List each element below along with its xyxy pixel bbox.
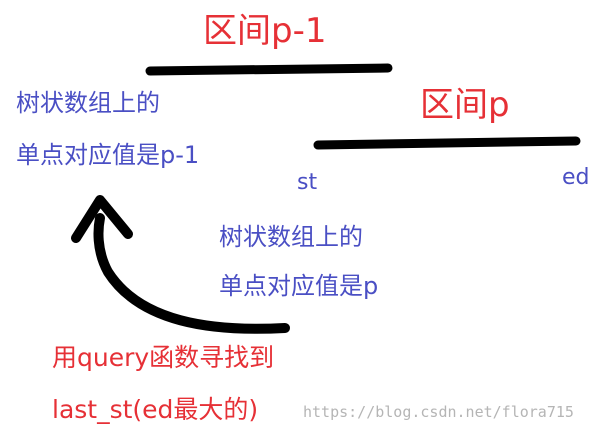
interval-p-label: 区间p: [420, 85, 510, 125]
note-prev-line2: 单点对应值是p-1: [16, 141, 200, 169]
interval-p-bar: [313, 136, 581, 150]
source-watermark: https://blog.csdn.net/flora715: [303, 403, 574, 421]
interval-p-1-label: 区间p-1: [203, 11, 327, 51]
interval-p-1-bar: [145, 63, 393, 76]
end-marker-label: ed: [562, 165, 590, 190]
note-curr-line2: 单点对应值是p: [219, 272, 379, 300]
curved-arrow-head: [71, 195, 133, 243]
start-marker-label: st: [297, 170, 318, 195]
note-curr-line1: 树状数组上的: [219, 223, 363, 251]
query-note-line1: 用query函数寻找到: [52, 343, 275, 372]
note-prev-line1: 树状数组上的: [16, 89, 160, 117]
query-note-line2: last_st(ed最大的): [52, 395, 259, 424]
curved-arrow-shaft: [93, 213, 290, 334]
